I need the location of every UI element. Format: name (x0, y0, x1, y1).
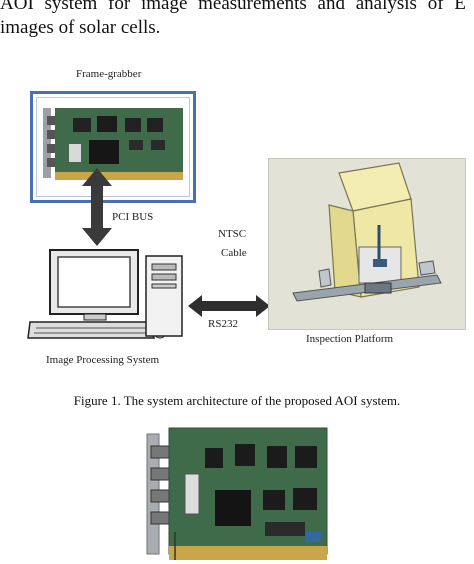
inspection-platform-panel (268, 158, 466, 330)
frame-grabber-label: Frame-grabber (76, 68, 141, 80)
intro-line-2: images of solar cells. (0, 16, 474, 40)
intro-line-1: AOI system for image measurements and an… (0, 0, 474, 16)
rs232-arrow (188, 295, 270, 317)
frame-grabber-board-photo (145, 428, 331, 564)
rs232-label: RS232 (208, 318, 238, 330)
cable-label: Cable (221, 247, 247, 259)
inspection-platform-label: Inspection Platform (306, 333, 393, 345)
image-processing-system-label: Image Processing System (46, 354, 159, 366)
inspection-platform-image (269, 159, 465, 329)
figure-1-caption: Figure 1. The system architecture of the… (0, 393, 474, 409)
frame-grabber-board-image (33, 94, 193, 200)
image-processing-system-image (28, 248, 198, 348)
frame-grabber-frame (30, 91, 196, 203)
pci-bus-label: PCI BUS (112, 211, 153, 223)
pci-bus-arrow (82, 168, 112, 246)
ntsc-label: NTSC (218, 228, 246, 240)
intro-paragraph: AOI system for image measurements and an… (0, 0, 474, 40)
